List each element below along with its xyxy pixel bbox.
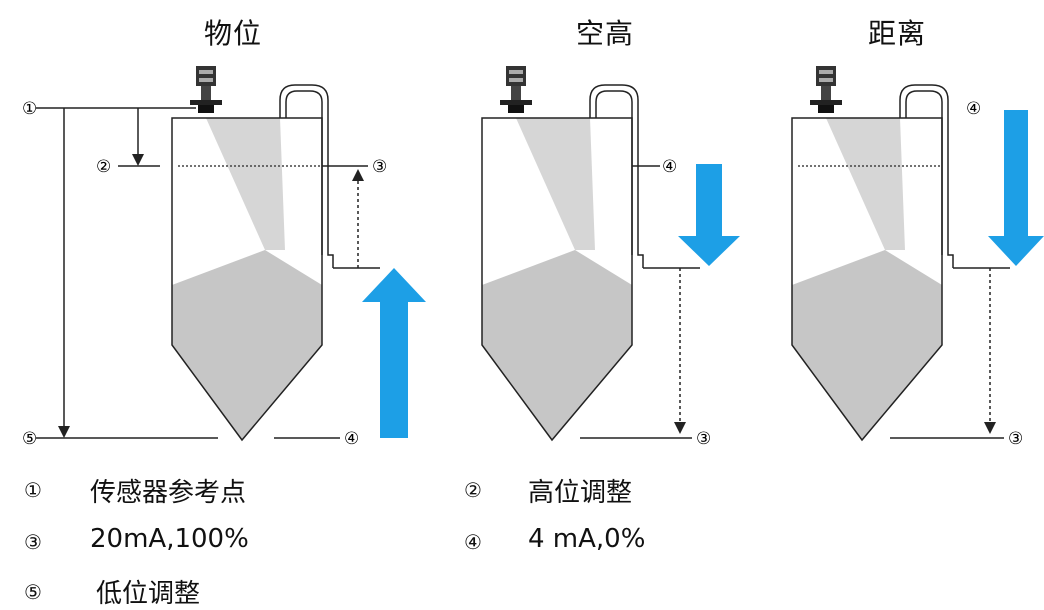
bypass-pipe (279, 84, 334, 268)
marker-4: ④ (344, 429, 359, 449)
radar-beam (826, 118, 905, 250)
legend-text-2: 高位调整 (528, 478, 633, 508)
down-arrow (988, 110, 1044, 266)
marker-3: ③ (696, 429, 711, 449)
up-arrow (362, 268, 426, 438)
tank-fill (792, 250, 942, 440)
legend-symbol-1: ① (24, 478, 42, 502)
legend-text-3: 20mA,100% (90, 524, 249, 554)
legend-text-1: 传感器参考点 (90, 478, 247, 508)
legend-text-4: 4 mA,0% (528, 524, 646, 554)
legend-symbol-4: ④ (464, 530, 482, 554)
radar-sensor (810, 66, 842, 113)
radar-beam (206, 118, 285, 250)
panel-level: ① ② ③ ⑤ ④ (22, 66, 426, 449)
legend-symbol-2: ② (464, 478, 482, 502)
legend-symbol-5: ⑤ (24, 580, 42, 604)
tank-outline (791, 117, 943, 442)
marker-3: ③ (1008, 429, 1023, 449)
down-arrow (678, 164, 740, 266)
radar-beam (516, 118, 595, 250)
marker-4: ④ (662, 157, 677, 177)
tank-fill (172, 250, 322, 440)
legend-text-5: 低位调整 (96, 579, 201, 609)
tank-outline (171, 117, 323, 442)
radar-sensor (500, 66, 532, 113)
panel-title-distance: 距离 (868, 17, 927, 50)
tank-fill (482, 250, 632, 440)
panel-distance: ④ ③ (791, 66, 1044, 449)
radar-sensor (190, 66, 222, 113)
legend-symbol-3: ③ (24, 530, 42, 554)
panel-title-level: 物位 (204, 17, 263, 50)
panel-ullage: ④ ③ (481, 66, 740, 449)
panel-title-ullage: 空高 (576, 17, 635, 50)
marker-3: ③ (372, 157, 387, 177)
marker-2: ② (96, 157, 111, 177)
marker-5: ⑤ (22, 429, 37, 449)
marker-1: ① (22, 99, 37, 119)
tank-outline (481, 117, 633, 442)
marker-4: ④ (966, 99, 981, 119)
